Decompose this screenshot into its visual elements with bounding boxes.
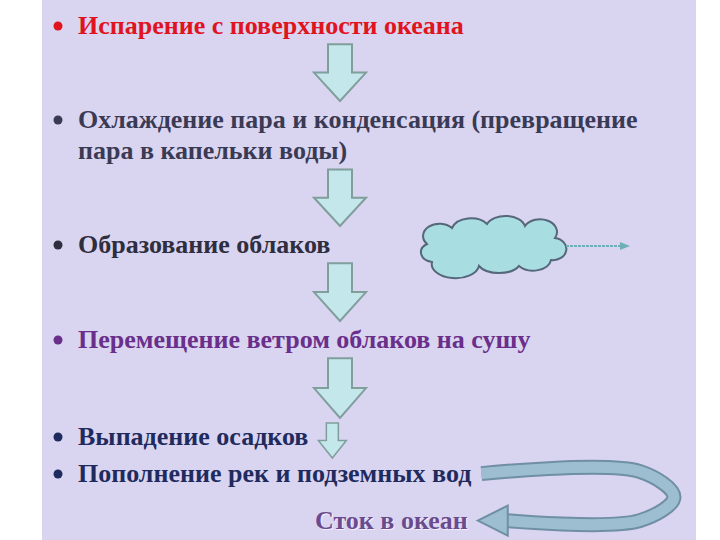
arrowhead — [478, 506, 508, 536]
step-text: Пополнение рек и подземных вод — [78, 458, 471, 489]
step-label: Испарение с поверхности океана — [78, 10, 464, 41]
step-text: Образование облаков — [78, 229, 330, 260]
step-text: Перемещение ветром облаков на сушу — [78, 324, 530, 355]
flow-arrow — [318, 423, 346, 458]
bullet — [54, 116, 63, 125]
flow-arrow — [478, 467, 674, 535]
wind-arrowhead — [620, 242, 630, 250]
flow-arrow — [314, 358, 366, 418]
bullet — [54, 336, 63, 345]
step-text: Охлаждение пара и конденсация (превращен… — [78, 104, 678, 166]
bullet — [54, 22, 63, 31]
step-label: Охлаждение пара и конденсация (превращен… — [78, 104, 678, 166]
step-label: Пополнение рек и подземных вод — [78, 458, 471, 489]
curved-arrow — [481, 467, 674, 524]
block-arrow — [314, 169, 366, 226]
step-text: Сток в океан — [315, 505, 468, 536]
step-label: Сток в океан — [315, 505, 468, 536]
step-text: Выпадение осадков — [78, 421, 308, 452]
bullet — [54, 470, 63, 479]
bullet — [54, 433, 63, 442]
flow-arrow — [314, 44, 366, 101]
cloud — [421, 216, 566, 278]
block-arrow — [314, 358, 366, 418]
bullet — [54, 241, 63, 250]
block-arrow — [318, 423, 346, 458]
step-label: Выпадение осадков — [78, 421, 308, 452]
flow-arrow — [314, 263, 366, 321]
wind-line — [566, 245, 622, 247]
step-label: Перемещение ветром облаков на сушу — [78, 324, 530, 355]
curved-arrow-outline — [481, 467, 674, 524]
bullets — [54, 22, 63, 479]
step-text: Испарение с поверхности океана — [78, 10, 464, 41]
flow-arrow — [314, 169, 366, 226]
step-label: Образование облаков — [78, 229, 330, 260]
block-arrow — [314, 263, 366, 321]
block-arrow — [314, 44, 366, 101]
